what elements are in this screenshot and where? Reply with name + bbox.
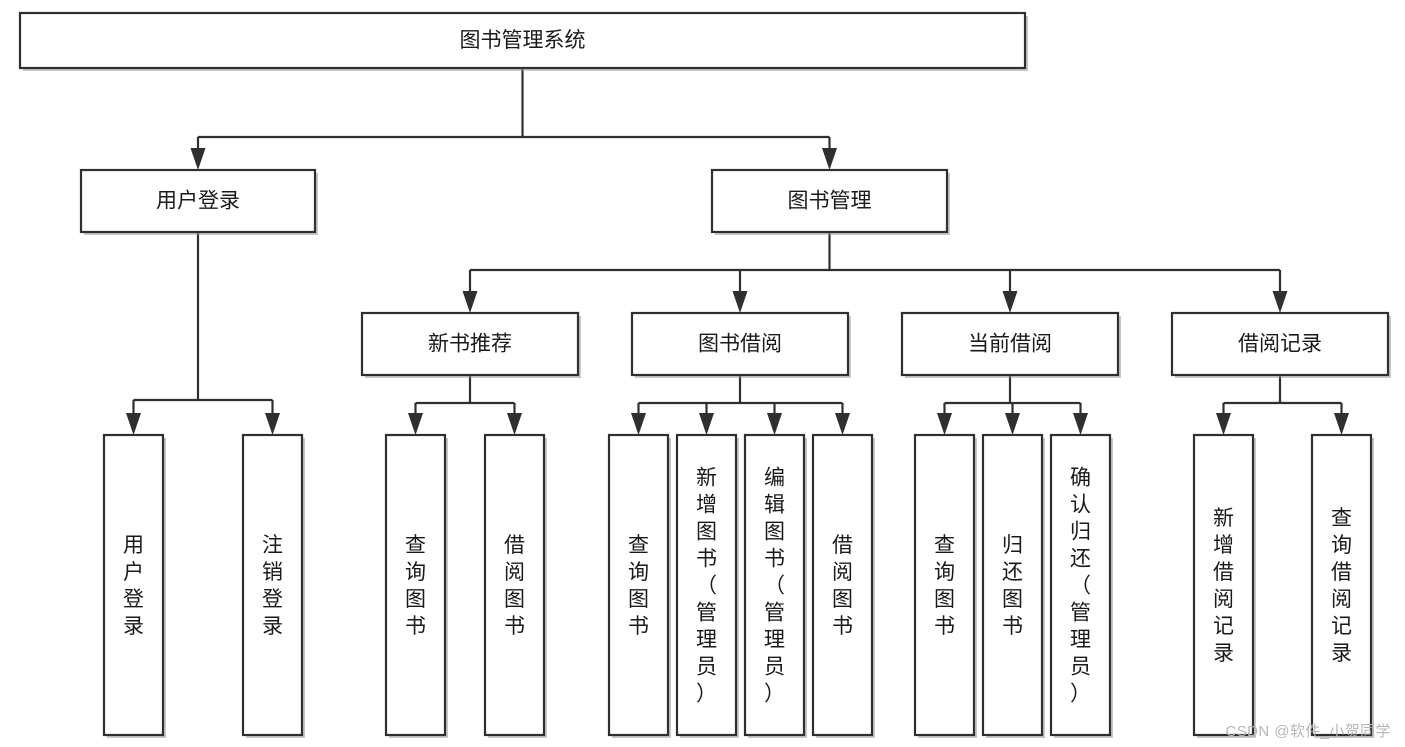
connector-group-current: [937, 375, 1088, 435]
node-leaf-rec-add[interactable]: 新增借阅记录: [1192, 433, 1256, 738]
node-label: 用户登录: [156, 190, 240, 213]
node-label: 借阅记录: [1238, 333, 1322, 356]
node-box[interactable]: [1049, 433, 1112, 737]
node-box[interactable]: [811, 433, 874, 737]
node-leaf-new-borrow[interactable]: 借阅图书: [483, 433, 547, 738]
connector-group-borrow: [631, 375, 850, 435]
node-leaf-user-logout[interactable]: 注销登录: [241, 433, 305, 738]
node-box[interactable]: [1192, 433, 1255, 737]
nodes-layer: 图书管理系统用户登录图书管理新书推荐图书借阅当前借阅借阅记录用户登录注销登录查询…: [18, 11, 1391, 738]
node-root[interactable]: 图书管理系统: [18, 11, 1028, 71]
node-label: 新增图书（管理员）: [696, 467, 717, 706]
node-leaf-cur-return[interactable]: 归还图书: [981, 433, 1045, 738]
node-label: 图书管理: [788, 190, 872, 213]
connector-group-bookmgmt: [462, 232, 1288, 313]
node-box[interactable]: [483, 433, 546, 737]
node-label: 当前借阅: [968, 333, 1052, 356]
connector-group-records: [1216, 375, 1349, 435]
connector-group-newbook: [408, 375, 522, 435]
node-box[interactable]: [675, 433, 738, 737]
node-box[interactable]: [360, 311, 580, 377]
node-box[interactable]: [384, 433, 447, 737]
node-leaf-rec-query[interactable]: 查询借阅记录: [1310, 433, 1374, 738]
node-label: 图书管理系统: [460, 29, 586, 52]
node-bookmgmt[interactable]: 图书管理: [710, 168, 950, 235]
node-borrow[interactable]: 图书借阅: [630, 311, 851, 378]
node-label: 借阅图书: [504, 534, 525, 638]
connector-group-login: [126, 232, 280, 435]
node-leaf-borrow-add[interactable]: 新增图书（管理员）: [675, 433, 739, 738]
node-current[interactable]: 当前借阅: [900, 311, 1121, 378]
node-box[interactable]: [102, 433, 165, 737]
node-box[interactable]: [1310, 433, 1373, 737]
node-box[interactable]: [710, 168, 949, 234]
node-box[interactable]: [981, 433, 1044, 737]
node-leaf-borrow-do[interactable]: 借阅图书: [811, 433, 875, 738]
node-records[interactable]: 借阅记录: [1170, 311, 1391, 378]
node-label: 新书推荐: [428, 333, 512, 356]
node-box[interactable]: [607, 433, 670, 737]
connector-group-root: [190, 68, 837, 170]
connectors-layer: [126, 68, 1349, 435]
node-label: 查询图书: [934, 534, 955, 638]
node-box[interactable]: [913, 433, 976, 737]
node-login[interactable]: 用户登录: [79, 168, 318, 235]
node-leaf-user-login[interactable]: 用户登录: [102, 433, 166, 738]
node-label: 查询图书: [628, 534, 649, 638]
node-label: 确认归还（管理员）: [1070, 467, 1091, 706]
node-newbook[interactable]: 新书推荐: [360, 311, 581, 378]
node-label: 借阅图书: [832, 534, 853, 638]
node-leaf-cur-confirm[interactable]: 确认归还（管理员）: [1049, 433, 1113, 738]
node-label: 注销登录: [262, 534, 283, 638]
node-box[interactable]: [18, 11, 1027, 70]
watermark-label: CSDN @软件_小贺同学: [1225, 723, 1391, 740]
node-label: 编辑图书（管理员）: [764, 467, 785, 706]
node-label: 新增借阅记录: [1213, 507, 1234, 665]
node-label: 归还图书: [1002, 534, 1023, 638]
node-label: 查询借阅记录: [1331, 507, 1352, 665]
node-leaf-cur-query[interactable]: 查询图书: [913, 433, 977, 738]
node-leaf-borrow-query[interactable]: 查询图书: [607, 433, 671, 738]
node-box[interactable]: [630, 311, 850, 377]
node-label: 图书借阅: [698, 333, 782, 356]
node-leaf-new-query[interactable]: 查询图书: [384, 433, 448, 738]
node-label: 用户登录: [123, 534, 144, 638]
node-box[interactable]: [900, 311, 1120, 377]
node-box[interactable]: [241, 433, 304, 737]
node-leaf-borrow-edit[interactable]: 编辑图书（管理员）: [743, 433, 807, 738]
node-box[interactable]: [1170, 311, 1390, 377]
node-box[interactable]: [79, 168, 317, 234]
node-label: 查询图书: [405, 534, 426, 638]
node-box[interactable]: [743, 433, 806, 737]
